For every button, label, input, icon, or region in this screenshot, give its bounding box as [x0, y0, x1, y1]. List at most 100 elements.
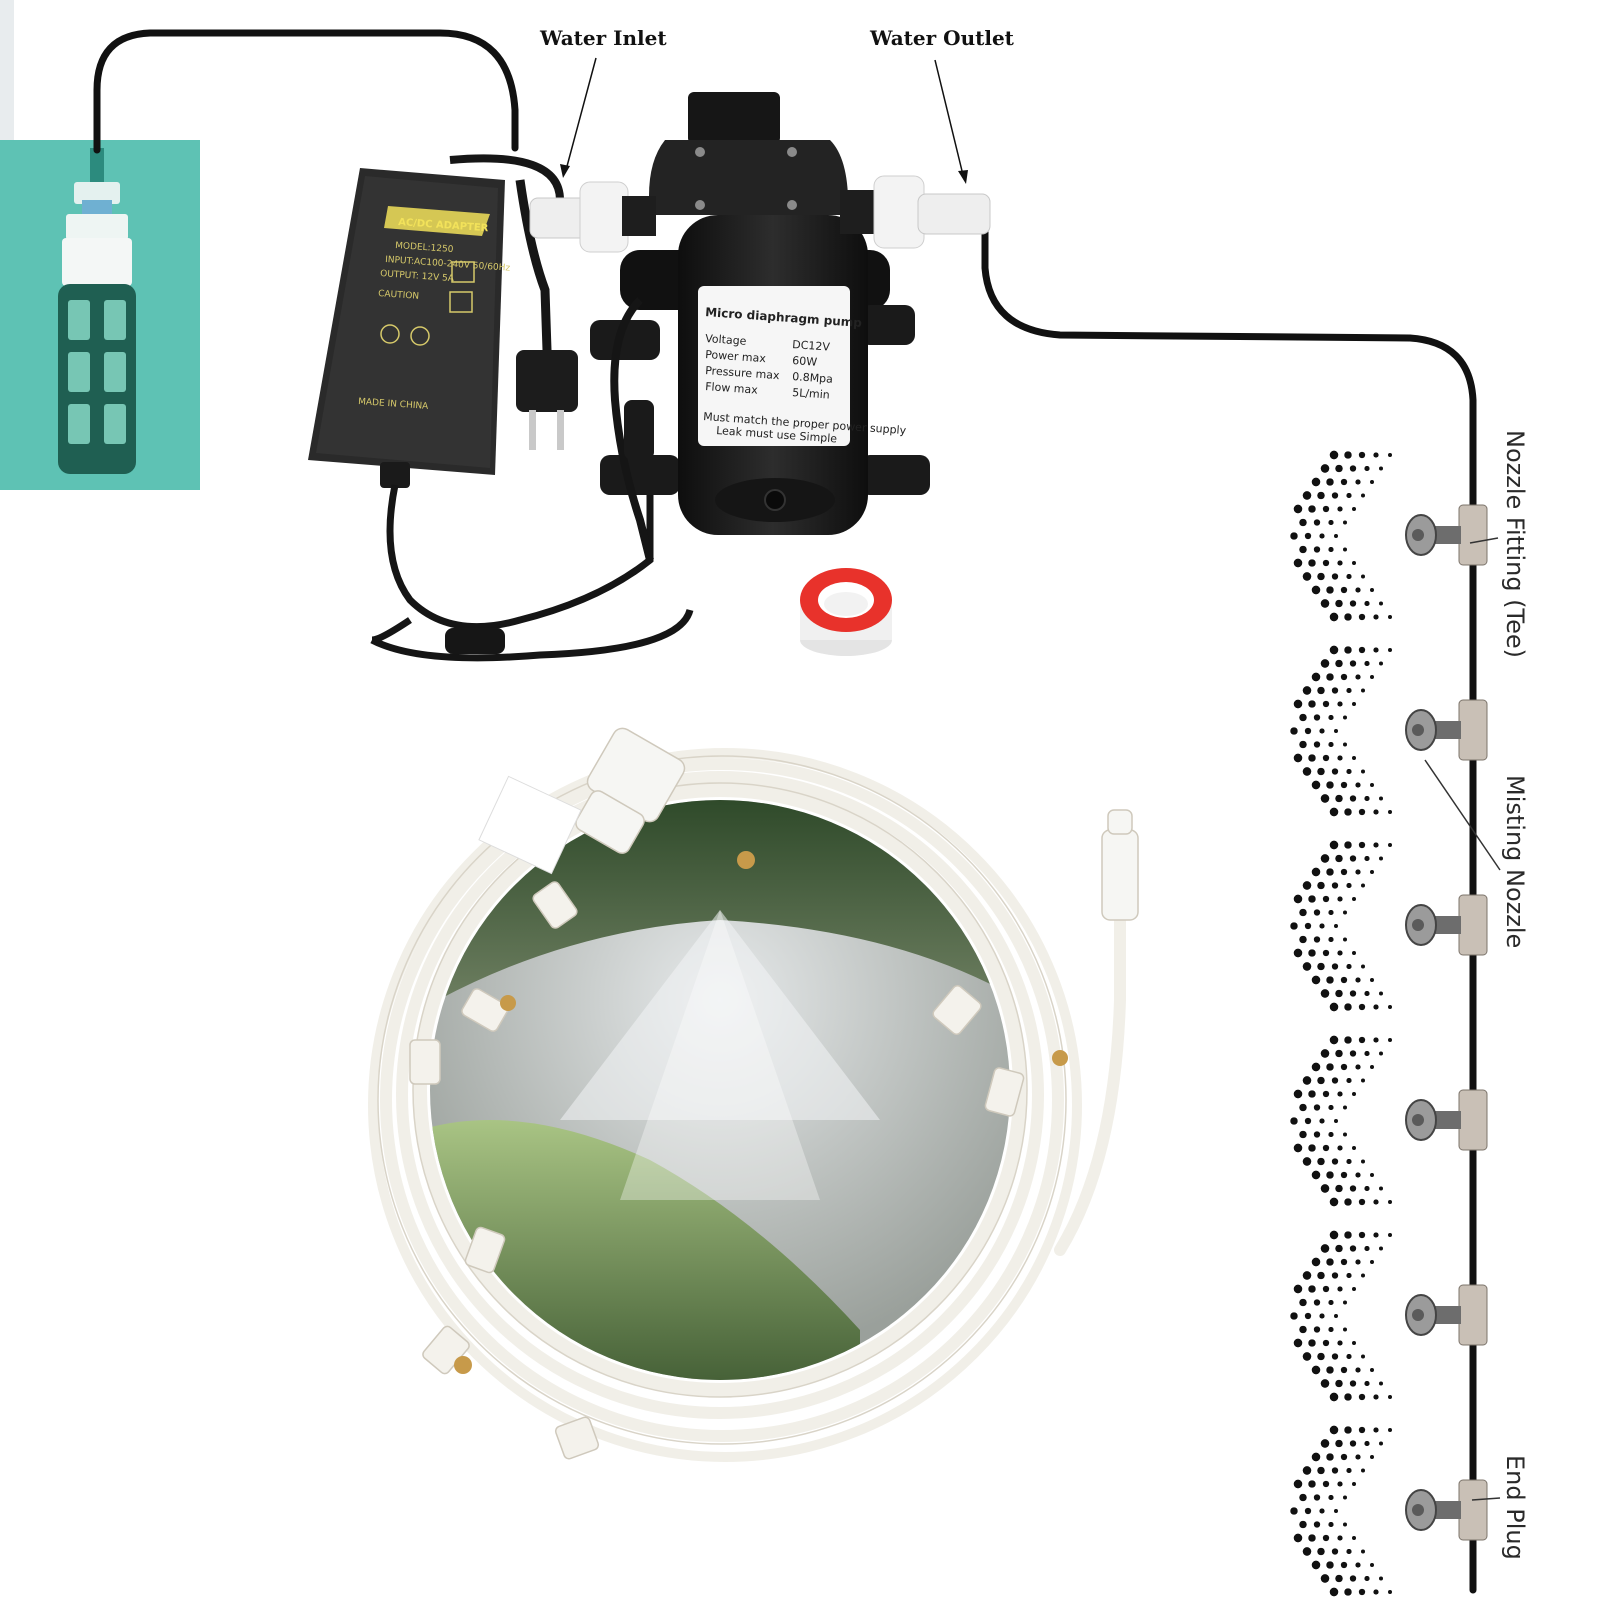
spray-dot — [1319, 728, 1325, 734]
water-outlet-label: Water Outlet — [869, 26, 1015, 50]
spray-dot — [1370, 1065, 1374, 1069]
spray-dot — [1364, 1245, 1370, 1252]
spray-dot — [1373, 1589, 1379, 1595]
spray-dot — [1317, 1157, 1325, 1166]
spray-dot — [1352, 951, 1356, 955]
spray-dot — [1313, 1494, 1321, 1501]
spray-dot — [1299, 1520, 1307, 1529]
spray-dot — [1319, 1313, 1325, 1319]
spray-dot — [1329, 612, 1339, 622]
spray-dot — [1317, 1352, 1325, 1361]
nozzle-fitting-tee — [1458, 894, 1488, 956]
spray-dot — [1388, 1200, 1392, 1204]
spray-dot — [1317, 1547, 1325, 1556]
pump-spec-rows: Voltage DC12V Power max 60W Pressure max… — [705, 332, 834, 402]
spray-dot — [1340, 1453, 1348, 1461]
spray-dot — [1361, 769, 1365, 774]
spray-dot — [1308, 1480, 1316, 1488]
spray-dot — [1344, 646, 1352, 654]
spray-dot — [1344, 1588, 1352, 1596]
spray-dot — [1352, 561, 1356, 565]
spray-dot — [1311, 1257, 1321, 1267]
spray-dot — [1335, 794, 1343, 803]
spray-dot — [1313, 1521, 1321, 1528]
spray-dot — [1304, 1507, 1312, 1515]
nozzle-stem — [1433, 916, 1461, 934]
spray-dot — [1335, 1244, 1343, 1253]
spray-dot — [1355, 869, 1361, 875]
spray-dot — [1313, 936, 1321, 943]
spray-dot — [1337, 755, 1343, 761]
spray-dot — [1317, 686, 1325, 695]
spray-dot — [1335, 464, 1343, 473]
spray-dot — [1293, 1143, 1303, 1153]
spray-dot — [1370, 1260, 1374, 1264]
spray-dot — [1304, 727, 1312, 735]
spray-dot — [1329, 1035, 1339, 1045]
spray-dot — [1335, 599, 1343, 608]
spray-dot — [1326, 478, 1334, 486]
spray-dot — [1337, 896, 1343, 902]
spray-dot — [1352, 1482, 1356, 1486]
spray-dot — [1373, 1004, 1379, 1010]
spray-dot — [1299, 935, 1307, 944]
spray-dot — [1320, 989, 1330, 998]
spray-dot — [1311, 1365, 1321, 1375]
misting-nozzle — [1290, 450, 1488, 622]
spray-dot — [1346, 1077, 1352, 1084]
spray-dot — [1302, 491, 1312, 500]
nozzle-fitting-tee — [1458, 1089, 1488, 1151]
spray-dot — [1328, 519, 1334, 526]
end-plug-label: End Plug — [1501, 1455, 1529, 1560]
spray-dot — [1344, 1426, 1352, 1434]
spray-dot — [1331, 768, 1339, 775]
spray-dot — [1334, 924, 1338, 928]
spray-dot — [1370, 783, 1374, 787]
spray-dot — [1322, 1285, 1330, 1293]
spray-dot — [1340, 1258, 1348, 1266]
spray-dot — [1308, 949, 1316, 957]
outlet-fitting — [840, 175, 991, 249]
spray-dot — [1308, 895, 1316, 903]
spray-dot — [1352, 1146, 1356, 1150]
spray-dot — [1299, 1493, 1307, 1502]
spray-dot — [1337, 1091, 1343, 1097]
spray-dot — [1331, 573, 1339, 580]
spray-dot — [1373, 1427, 1379, 1433]
spray-dot — [1326, 673, 1334, 681]
spray-dot — [1304, 922, 1312, 930]
spray-dot — [1355, 1172, 1361, 1178]
spray-dot — [1302, 1157, 1312, 1166]
spray-dot — [1388, 1590, 1392, 1594]
spray-dot — [1361, 688, 1365, 693]
spray-dot — [1388, 615, 1392, 619]
spray-dot — [1343, 742, 1347, 747]
spray-dot — [1319, 1508, 1325, 1514]
spray-dot — [1308, 505, 1316, 513]
spray-dot — [1373, 842, 1379, 848]
spray-dot — [1373, 452, 1379, 458]
spray-dot — [1358, 451, 1366, 459]
spray-dot — [1379, 1186, 1383, 1191]
spray-dot — [1388, 1233, 1392, 1237]
spray-dot — [1334, 1509, 1338, 1513]
spray-dot — [1290, 922, 1298, 930]
spray-dot — [1320, 599, 1330, 608]
adapter-caution: CAUTION — [378, 289, 420, 302]
inlet-tube — [93, 29, 519, 154]
spray-dot — [1329, 1197, 1339, 1207]
spray-dot — [1355, 977, 1361, 983]
spray-dot — [1373, 614, 1379, 620]
spray-dot — [1349, 465, 1357, 472]
spray-dot — [1344, 613, 1352, 621]
nozzle-stem — [1433, 1501, 1461, 1519]
spray-dot — [1293, 894, 1303, 904]
spray-dot — [1349, 1575, 1357, 1582]
nozzle-fitting-tee — [1458, 504, 1488, 566]
spray-dot — [1328, 546, 1334, 553]
spray-dot — [1370, 1368, 1374, 1372]
spray-dot — [1364, 1050, 1370, 1057]
spray-dot — [1340, 673, 1348, 681]
nozzle-fitting-tee — [1458, 1284, 1488, 1346]
